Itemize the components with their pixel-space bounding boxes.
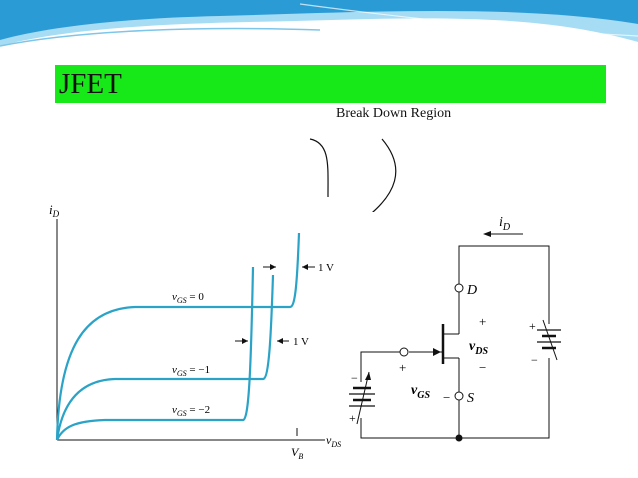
source-terminal bbox=[454, 391, 464, 401]
curve-vgs-minus2 bbox=[56, 266, 255, 441]
drain-terminal bbox=[454, 283, 464, 293]
gate-arrow bbox=[433, 348, 441, 356]
jfet-characteristic-graph: iD vDS VB vGS = 0 vGS = −1 vGS = −2 1 V … bbox=[45, 197, 347, 463]
y-axis-label: iD bbox=[49, 202, 60, 219]
jfet-circuit: iD D S + vDS − + vGS − + − − + bbox=[345, 212, 567, 452]
gate-terminal bbox=[399, 347, 409, 357]
ground-node bbox=[455, 434, 463, 442]
curve-label-minus2: vGS = −2 bbox=[172, 404, 210, 418]
drain-label: D bbox=[466, 283, 477, 298]
curve-label-0: vGS = 0 bbox=[172, 291, 204, 305]
breakdown-region-label: Break Down Region bbox=[336, 106, 452, 121]
curve-vgs-0 bbox=[55, 232, 301, 441]
vgs-label: vGS bbox=[411, 383, 430, 401]
vgg-plus: + bbox=[349, 411, 356, 425]
vgs-plus: + bbox=[399, 360, 406, 375]
vds-minus: − bbox=[479, 360, 486, 375]
vb-label: VB bbox=[291, 445, 303, 461]
source-label: S bbox=[467, 391, 474, 406]
curve-vgs-minus1 bbox=[55, 274, 275, 441]
vgs-minus: − bbox=[443, 390, 450, 405]
slide-title: JFET bbox=[59, 68, 122, 100]
spacing-label-top: 1 V bbox=[318, 262, 334, 274]
circuit-wires bbox=[360, 245, 550, 439]
vdd-minus: − bbox=[531, 353, 538, 367]
vgg-minus: − bbox=[351, 371, 358, 385]
circuit-current-label: iD bbox=[499, 215, 511, 233]
curve-label-minus1: vGS = −1 bbox=[172, 364, 210, 378]
x-axis-label: vDS bbox=[326, 433, 341, 449]
title-bar: JFET bbox=[55, 65, 606, 103]
spacing-label-mid: 1 V bbox=[293, 336, 309, 348]
vds-label: vDS bbox=[469, 339, 488, 357]
vdd-plus: + bbox=[529, 319, 536, 333]
vds-plus: + bbox=[479, 314, 486, 329]
